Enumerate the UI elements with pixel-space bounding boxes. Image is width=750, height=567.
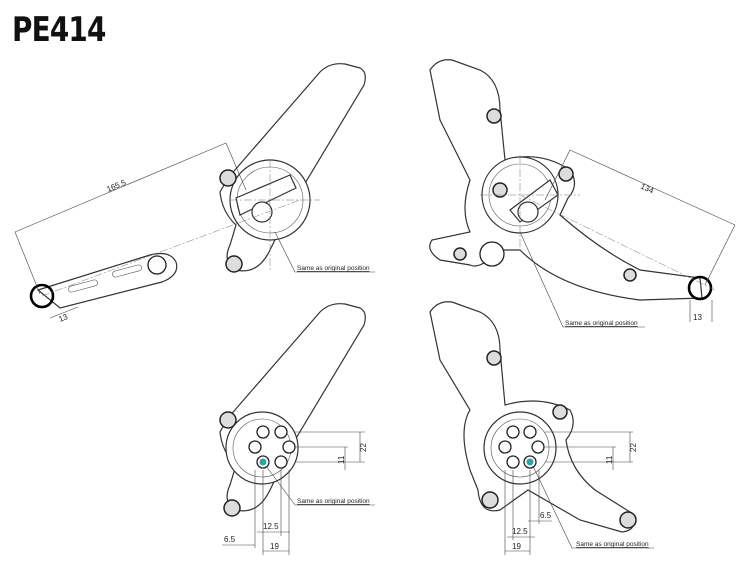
view-top-left: 165.5 13 Same as original position [14, 63, 375, 324]
dim-length: 134 [639, 182, 655, 196]
selected-hole [259, 458, 267, 466]
model-title: PE414 [12, 10, 106, 50]
dim-h-outer: 19 [270, 542, 279, 551]
note-original-position: Same as original position [297, 498, 370, 505]
dim-peg-offset: 13 [57, 312, 69, 324]
dim-h-offset: 6.5 [224, 535, 236, 544]
view-bottom-left: 22 11 12.5 19 6.5 Same as original posit… [219, 303, 375, 555]
adjust-holes [498, 425, 545, 469]
selected-hole [526, 458, 534, 466]
dim-h-offset: 6.5 [540, 511, 552, 520]
dim-peg-offset: 13 [693, 313, 702, 322]
note-original-position: Same as original position [565, 320, 638, 327]
note-original-position: Same as original position [576, 541, 649, 548]
view-bottom-right: 22 11 6.5 12.5 19 Same as original posit… [429, 301, 654, 555]
dim-v-inner: 11 [337, 455, 346, 464]
dim-h-inner: 12.5 [512, 527, 528, 536]
view-top-right: 134 13 Same as original position [429, 59, 736, 328]
dim-h-inner: 12.5 [263, 522, 279, 531]
note-original-position: Same as original position [297, 265, 370, 272]
adjust-holes [248, 425, 296, 469]
dim-h-outer: 19 [512, 542, 521, 551]
dim-length: 165.5 [105, 178, 127, 194]
dim-v-inner: 11 [605, 455, 614, 464]
dim-v-outer: 22 [629, 443, 638, 452]
dim-v-outer: 22 [359, 443, 368, 452]
